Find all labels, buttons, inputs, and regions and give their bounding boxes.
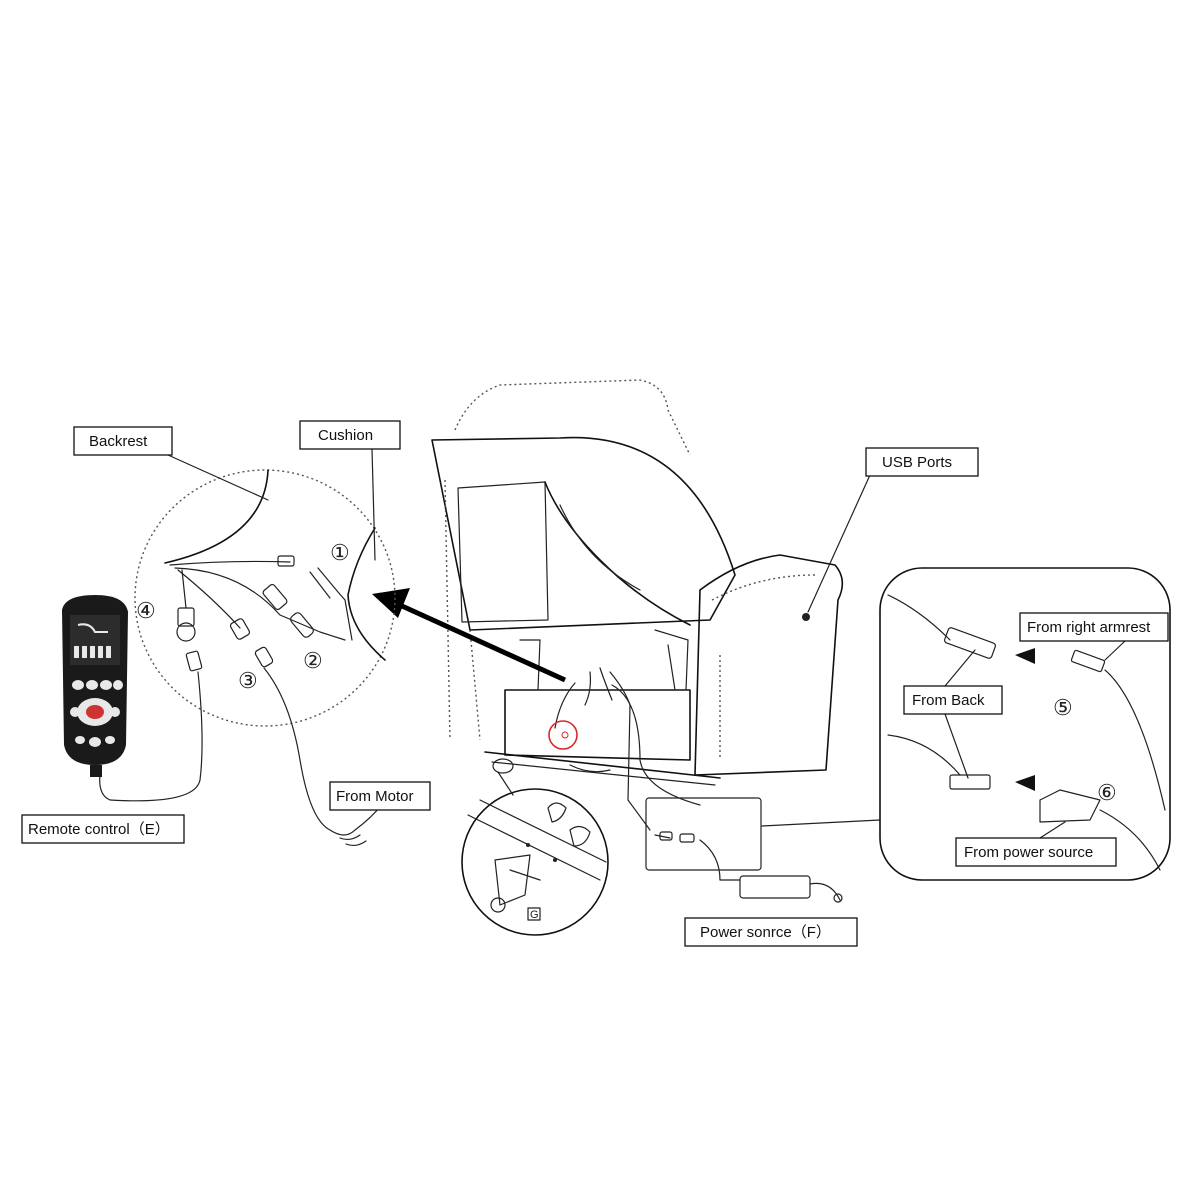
number-5: ⑤ — [1053, 696, 1073, 721]
label-remote-control: Remote control（E） — [28, 821, 170, 838]
label-from-back: From Back — [912, 692, 985, 709]
label-power-source: Power sonrce（F） — [700, 924, 831, 941]
backrest-connection-detail — [134, 469, 396, 727]
label-from-motor: From Motor — [336, 788, 414, 805]
label-usb-ports: USB Ports — [882, 454, 952, 471]
number-4: ④ — [136, 599, 156, 624]
connection-highlight-circle — [548, 720, 578, 750]
label-from-power-source: From power source — [964, 844, 1093, 861]
direction-arrow — [372, 588, 567, 683]
number-1: ① — [330, 541, 350, 566]
frame-mount-detail: G — [461, 771, 609, 936]
label-backrest: Backrest — [89, 433, 148, 450]
label-cushion: Cushion — [318, 427, 373, 444]
number-3: ③ — [238, 669, 258, 694]
usb-port-icon — [802, 613, 810, 621]
part-g-label: G — [530, 909, 539, 921]
power-connection-detail — [879, 567, 1171, 881]
recliner-chair — [431, 379, 844, 831]
number-2: ② — [303, 649, 323, 674]
remote-control — [62, 595, 128, 777]
power-source-detail — [645, 797, 881, 903]
label-from-right-armrest: From right armrest — [1027, 619, 1151, 636]
number-6: ⑥ — [1097, 781, 1117, 806]
